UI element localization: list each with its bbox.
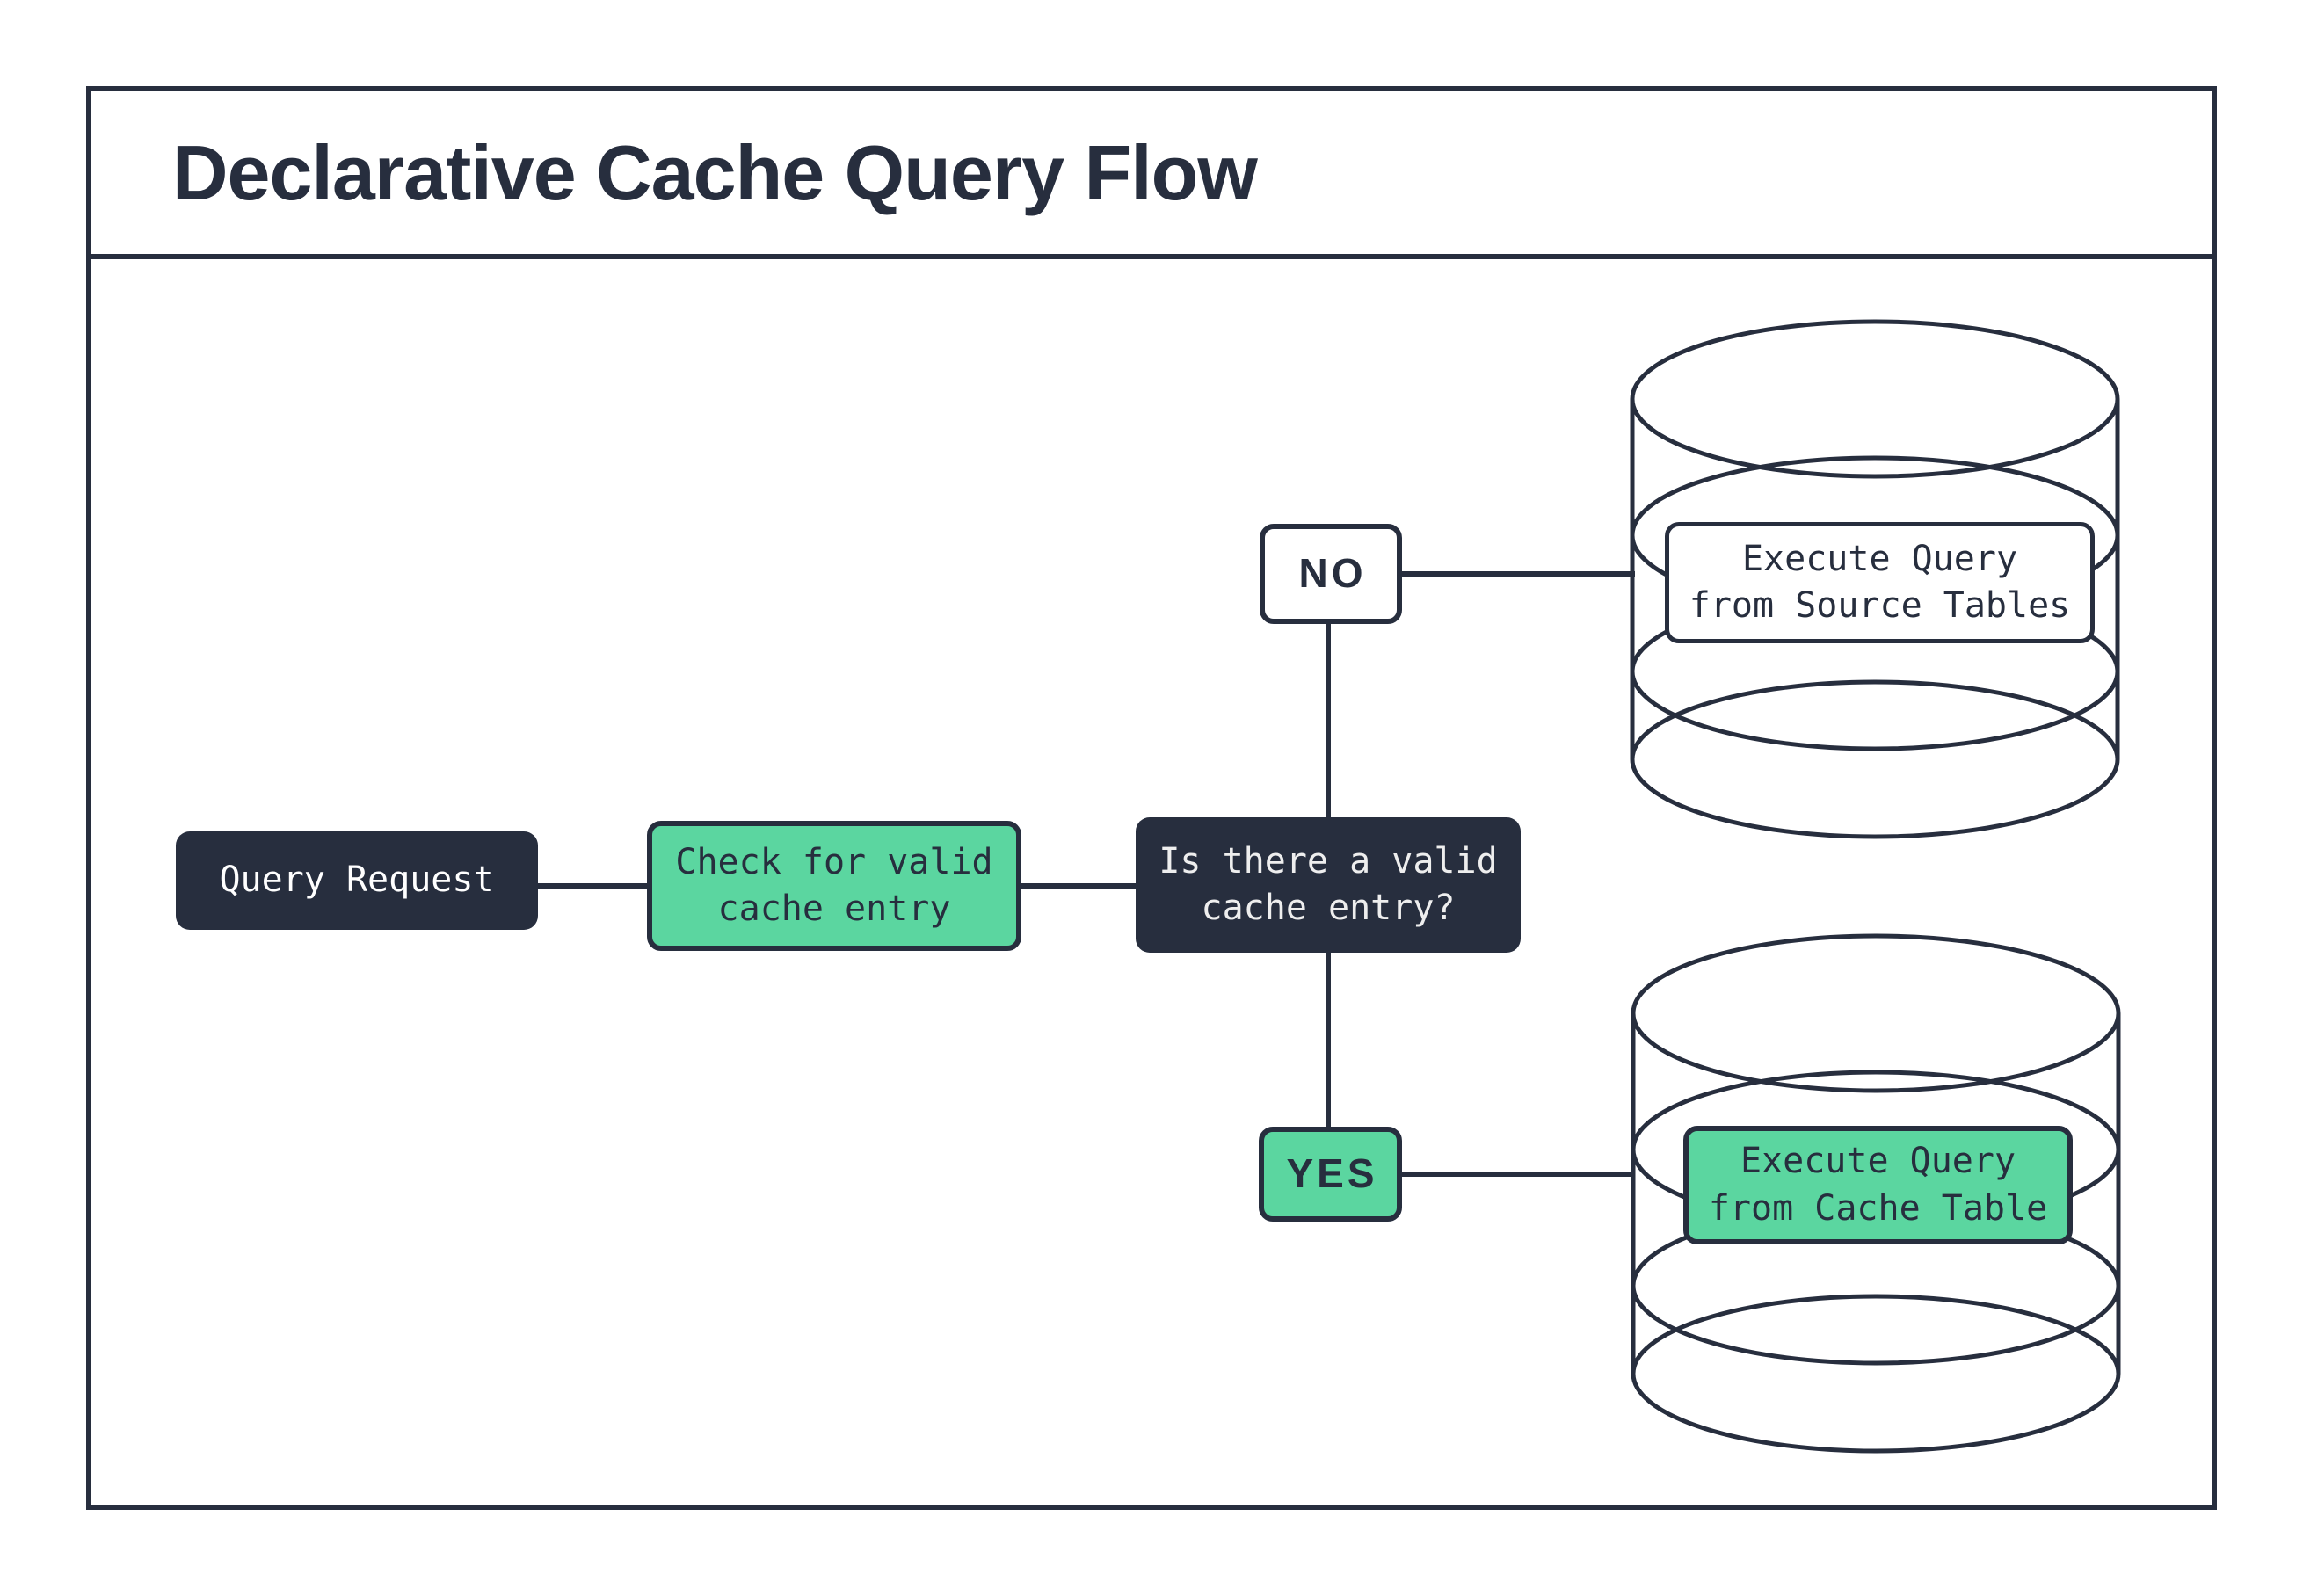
node-no-branch: NO (1260, 524, 1402, 624)
node-execute-source-tables: Execute Query from Source Tables (1665, 522, 2095, 643)
node-decision-valid-cache: Is there a valid cache entry? (1136, 817, 1521, 953)
flowchart-frame: Declarative Cache Query Flow (86, 86, 2217, 1510)
diagram-header: Declarative Cache Query Flow (91, 91, 2212, 259)
node-execute-cache-table: Execute Query from Cache Table (1683, 1126, 2073, 1244)
database-cache-icon (1631, 933, 2121, 1454)
node-yes-branch: YES (1259, 1127, 1402, 1222)
diagram-title: Declarative Cache Query Flow (172, 128, 1258, 216)
node-query-request: Query Request (176, 831, 538, 930)
node-check-cache: Check for valid cache entry (647, 821, 1021, 951)
